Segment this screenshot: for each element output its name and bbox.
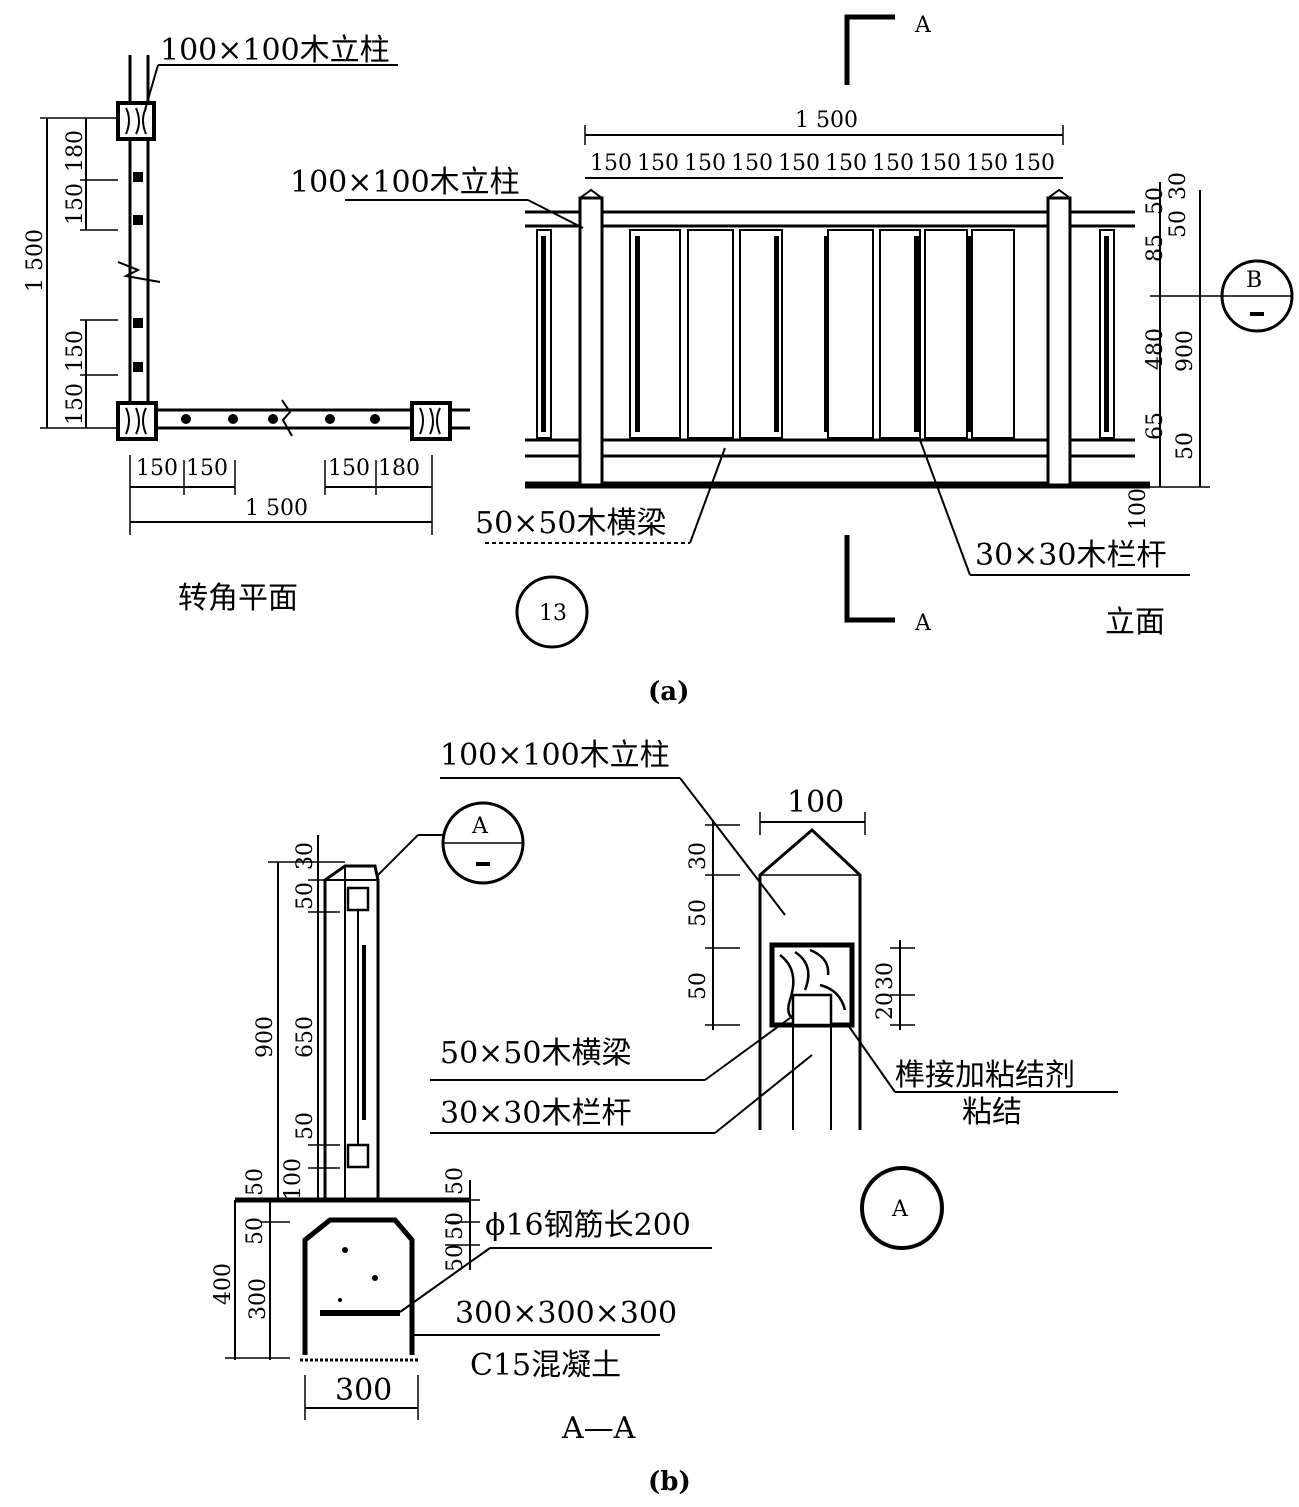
balusters: [536, 229, 1115, 439]
svg-text:150: 150: [684, 151, 726, 176]
footing-size: 300×300×300: [455, 1296, 677, 1331]
plan-title: 转角平面: [178, 581, 298, 616]
svg-text:150: 150: [1013, 151, 1055, 176]
svg-text:30: 30: [1166, 172, 1191, 200]
elev-baluster-label: 30×30木栏杆: [975, 538, 1166, 573]
section-aa: A 30 50 900 650 50 100 50 50 400 300 50 …: [211, 801, 712, 1446]
elev-dim-900: 900: [1173, 330, 1198, 372]
section-mark-bottom: A: [914, 611, 932, 636]
svg-text:150: 150: [966, 151, 1008, 176]
elevation-post-left: [578, 196, 604, 487]
svg-text:150: 150: [637, 151, 679, 176]
svg-text:50: 50: [293, 1112, 318, 1140]
svg-text:85: 85: [1143, 234, 1168, 262]
svg-text:150: 150: [778, 151, 820, 176]
elev-spacing-dims: 150 150 150 150 150 150 150 150 150 150: [590, 151, 1055, 176]
svg-text:900: 900: [253, 1016, 278, 1058]
plan-dim-total-v: 1 500: [23, 229, 48, 292]
caption-a: (a): [648, 677, 689, 707]
svg-text:50: 50: [243, 1168, 268, 1196]
plan-dim-h-150b: 150: [186, 456, 228, 481]
footing-material: C15混凝土: [470, 1348, 621, 1383]
detail-baluster-label: 30×30木栏杆: [440, 1096, 631, 1131]
svg-text:30: 30: [686, 842, 711, 870]
elev-beam-label: 50×50木横梁: [475, 506, 666, 541]
plan-post-label: 100×100木立柱: [160, 33, 390, 68]
svg-text:30: 30: [873, 962, 898, 990]
caption-b: (b): [648, 1467, 691, 1497]
elevation-post-right: [1046, 196, 1072, 487]
svg-text:150: 150: [919, 151, 961, 176]
svg-text:650: 650: [293, 1016, 318, 1058]
detail-width: 100: [787, 785, 844, 820]
svg-text:150: 150: [731, 151, 773, 176]
svg-text:65: 65: [1143, 412, 1168, 440]
detail-beam-label: 50×50木横梁: [440, 1036, 631, 1071]
svg-text:150: 150: [825, 151, 867, 176]
svg-text:100: 100: [281, 1158, 306, 1200]
svg-text:300: 300: [246, 1278, 271, 1320]
svg-text:150: 150: [590, 151, 632, 176]
svg-text:50: 50: [243, 1217, 268, 1245]
corner-plan: 100×100木立柱 1 500 180 150 150 150 150 150…: [23, 33, 470, 616]
detail-callout-a: [860, 1166, 944, 1250]
plan-dim-v-150c: 150: [63, 383, 88, 425]
svg-text:50: 50: [293, 882, 318, 910]
elev-title: 立面: [1105, 605, 1165, 640]
svg-text:400: 400: [211, 1263, 236, 1305]
svg-text:50: 50: [1143, 187, 1168, 215]
svg-text:150: 150: [872, 151, 914, 176]
svg-text:50: 50: [686, 972, 711, 1000]
plan-dim-v-150a: 150: [63, 183, 88, 225]
joint-label-2: 粘结: [962, 1095, 1022, 1130]
detail-a: 100 30 50 50 30 20 A 100×100木立柱 50×50木横梁…: [430, 738, 1118, 1250]
section-mark-top: A: [914, 13, 932, 38]
svg-text:30: 30: [293, 842, 318, 870]
rebar-label: ϕ16钢筋长200: [485, 1208, 691, 1243]
svg-text:20: 20: [873, 992, 898, 1020]
svg-text:100: 100: [1126, 488, 1151, 530]
plan-dim-v-180: 180: [63, 130, 88, 172]
svg-text:50: 50: [1166, 210, 1191, 238]
svg-text:50: 50: [686, 899, 711, 927]
elev-post-label: 100×100木立柱: [290, 165, 520, 200]
section-title: A—A: [561, 1411, 636, 1446]
elev-dim-total: 1 500: [795, 108, 858, 133]
detail-number-circle: [515, 575, 589, 649]
plan-dim-h-180: 180: [378, 456, 420, 481]
detail-number: 13: [539, 601, 567, 626]
plan-dim-total-h: 1 500: [245, 496, 308, 521]
svg-text:A: A: [471, 814, 489, 839]
svg-text:50: 50: [443, 1244, 468, 1272]
svg-text:50: 50: [443, 1212, 468, 1240]
plan-dim-h-150c: 150: [328, 456, 370, 481]
plan-dim-h-150a: 150: [136, 456, 178, 481]
elevation: A A: [290, 13, 1294, 649]
svg-text:50: 50: [443, 1167, 468, 1195]
svg-text:B: B: [1246, 268, 1262, 293]
detail-post-label: 100×100木立柱: [440, 738, 670, 773]
svg-text:480: 480: [1143, 328, 1168, 370]
footing-width: 300: [335, 1373, 392, 1408]
svg-text:A: A: [891, 1197, 909, 1222]
joint-label: 榫接加粘结剂: [895, 1058, 1075, 1093]
plan-dim-v-150b: 150: [63, 330, 88, 372]
svg-text:50: 50: [1173, 432, 1198, 460]
